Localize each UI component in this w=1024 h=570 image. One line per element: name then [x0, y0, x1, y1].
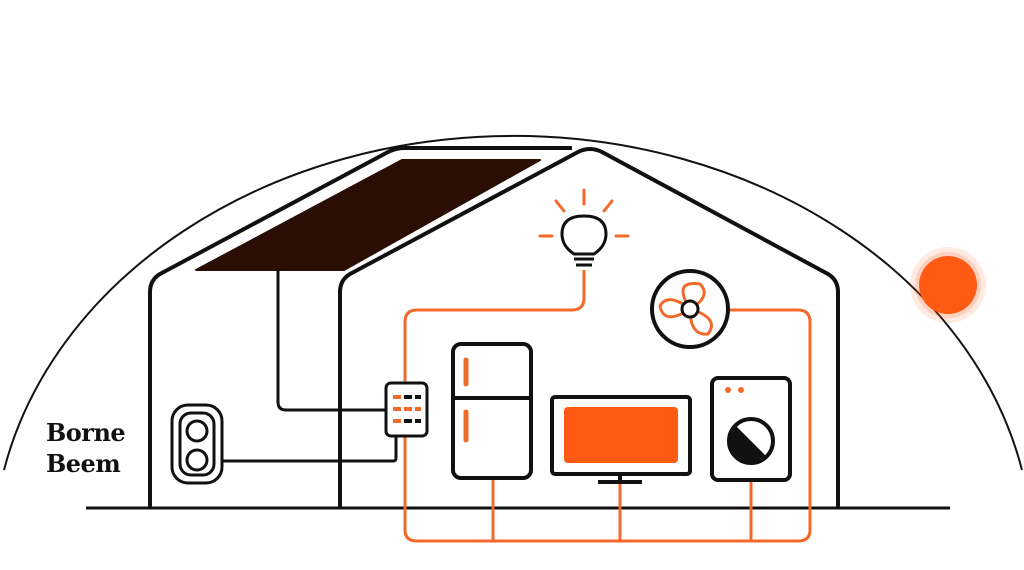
solar-cable: [276, 270, 386, 412]
light-bulb-icon: [538, 188, 630, 267]
brand-label-line2: Beem: [46, 449, 121, 478]
washing-machine-icon: [710, 376, 792, 482]
television-icon: [550, 395, 692, 484]
electrical-panel-icon: [384, 381, 429, 438]
house-left-outline: [148, 146, 572, 508]
refrigerator-icon: [451, 342, 533, 480]
sun-icon: [910, 247, 986, 323]
household-wiring: [386, 270, 812, 543]
brand-label: Borne Beem: [46, 417, 146, 479]
brand-label-line1: Borne: [46, 418, 126, 447]
outlet-cable: [222, 436, 398, 463]
ceiling-fan-icon: [650, 269, 730, 349]
solar-panel-icon: [195, 159, 541, 271]
house-main-outline: [338, 147, 840, 508]
power-outlet-icon: [170, 403, 224, 485]
